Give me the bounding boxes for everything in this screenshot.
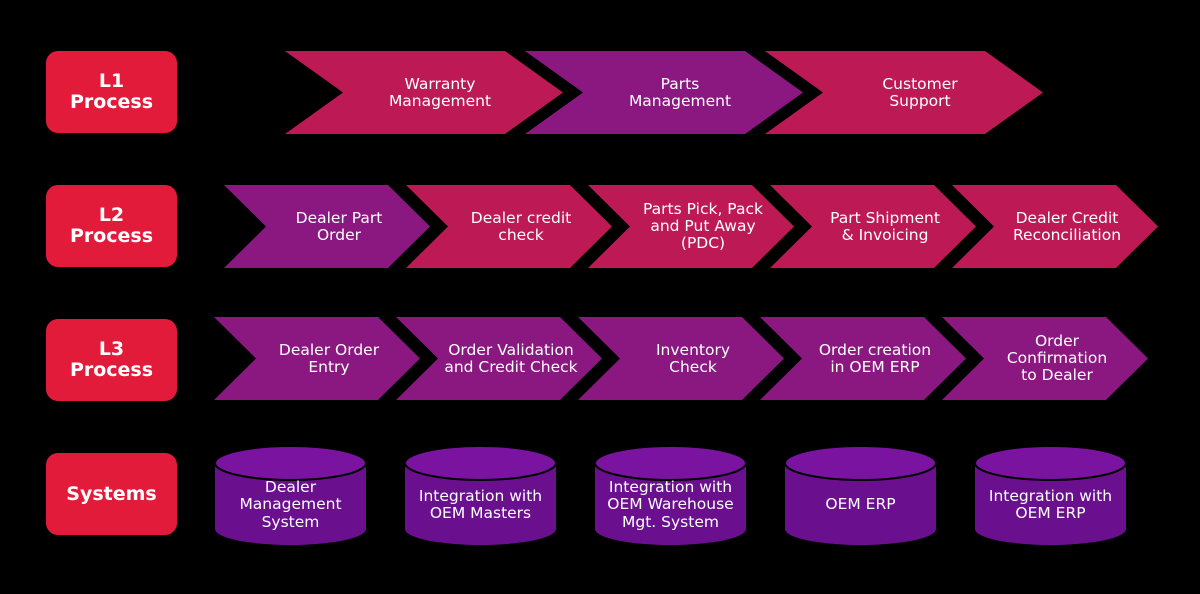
database-cylinder-icon [404,445,557,545]
row-label-l1: L1 Process [46,51,177,133]
l1-step-label: Parts Management [628,74,732,110]
system-label: Dealer Management System [239,477,342,531]
l1-step-label: Warranty Management [388,74,492,110]
l1-step-label: Customer Support [882,74,958,110]
l2-step-label: Part Shipment & Invoicing [830,208,940,244]
l2-step-label: Dealer Credit Reconciliation [1012,208,1122,244]
row-label-l3: L3 Process [46,319,177,401]
system-integration-oem-masters: Integration with OEM Masters [404,443,557,547]
l1-step-customer-support: Customer Support [765,51,1043,134]
l2-step-dealer-credit-check: Dealer credit check [406,185,612,268]
l2-step-dealer-credit-reconciliation: Dealer Credit Reconciliation [952,185,1158,268]
l1-step-parts-management: Parts Management [525,51,803,134]
l2-step-parts-pick-pack: Parts Pick, Pack and Put Away (PDC) [588,185,794,268]
system-label: Integration with OEM ERP [988,486,1113,522]
system-dealer-management: Dealer Management System [214,443,367,547]
row-label-l2: L2 Process [46,185,177,267]
l3-step-order-creation: Order creation in OEM ERP [760,317,966,400]
system-label: Integration with OEM Masters [418,486,543,522]
l2-step-dealer-part-order: Dealer Part Order [224,185,430,268]
system-integration-oem-erp: Integration with OEM ERP [974,443,1127,547]
l3-step-label: Dealer Order Entry [278,340,380,376]
l3-step-order-validation: Order Validation and Credit Check [396,317,602,400]
database-cylinder-icon [974,445,1127,545]
l3-step-dealer-order-entry: Dealer Order Entry [214,317,420,400]
l3-step-inventory-check: Inventory Check [578,317,784,400]
l2-step-label: Parts Pick, Pack and Put Away (PDC) [643,200,763,252]
l2-step-label: Dealer Part Order [295,208,383,244]
l3-step-label: Inventory Check [655,340,731,376]
system-oem-erp: OEM ERP [784,443,937,547]
database-cylinder-icon [784,445,937,545]
database-cylinder-icon [594,445,747,545]
database-cylinder-icon [214,445,367,545]
l3-step-label: Order Validation and Credit Check [444,340,578,376]
system-label: OEM ERP [825,495,896,514]
l2-step-part-shipment: Part Shipment & Invoicing [770,185,976,268]
l3-step-label: Order creation in OEM ERP [818,340,932,376]
l1-step-warranty-management: Warranty Management [285,51,563,134]
system-label: Integration with OEM Warehouse Mgt. Syst… [607,477,734,531]
system-integration-oem-warehouse: Integration with OEM Warehouse Mgt. Syst… [594,443,747,547]
l2-step-label: Dealer credit check [470,208,572,244]
l3-step-label: Order Confirmation to Dealer [1006,332,1108,384]
row-label-systems: Systems [46,453,177,535]
l3-step-order-confirmation: Order Confirmation to Dealer [942,317,1148,400]
